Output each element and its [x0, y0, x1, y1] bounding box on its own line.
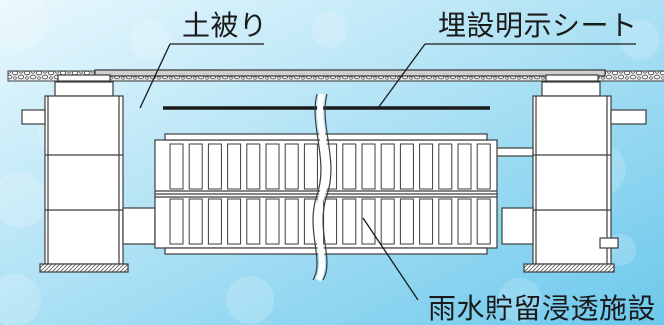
- storage-cell: [284, 143, 299, 190]
- storage-cell: [169, 143, 184, 190]
- storage-cell: [227, 198, 242, 245]
- storage-cell: [438, 198, 453, 245]
- storage-cell: [380, 198, 395, 245]
- storage-cell: [207, 198, 222, 245]
- storage-cell: [342, 143, 357, 190]
- facility-label: 雨水貯留浸透施設: [428, 292, 657, 325]
- leader-lines: [139, 43, 636, 301]
- storage-cell: [476, 143, 491, 190]
- storage-cell: [399, 198, 414, 245]
- marker-sheet-leader: [377, 43, 426, 109]
- facility-leader: [362, 217, 419, 301]
- storage-cell: [380, 143, 395, 190]
- storage-cell: [323, 198, 338, 245]
- storage-cell: [265, 198, 280, 245]
- storage-cell: [361, 143, 376, 190]
- storage-cell: [419, 143, 434, 190]
- storage-cell: [227, 143, 242, 190]
- right-manhole: [489, 74, 647, 273]
- storage-cell: [361, 198, 376, 245]
- soil-cover-label: 土被り: [182, 9, 268, 42]
- storage-cell: [457, 143, 472, 190]
- storage-cell: [188, 198, 203, 245]
- storage-cell: [419, 198, 434, 245]
- marker-sheet-label: 埋設明示シート: [438, 9, 638, 42]
- storage-cell: [342, 198, 357, 245]
- left-manhole: [21, 74, 156, 273]
- storage-cells: [169, 143, 491, 245]
- soil-cover-leader: [139, 43, 171, 109]
- storage-cell: [457, 198, 472, 245]
- storage-cell: [438, 143, 453, 190]
- storage-cell: [246, 143, 261, 190]
- storage-cell: [265, 143, 280, 190]
- storage-cell: [476, 198, 491, 245]
- storage-cell: [169, 198, 184, 245]
- cut-mark: [312, 93, 332, 282]
- storage-cell: [284, 198, 299, 245]
- storage-cell: [399, 143, 414, 190]
- storage-cell: [246, 198, 261, 245]
- road-surface: [7, 69, 664, 82]
- storage-cell: [188, 143, 203, 190]
- storage-cell: [303, 143, 318, 190]
- storage-cell: [207, 143, 222, 190]
